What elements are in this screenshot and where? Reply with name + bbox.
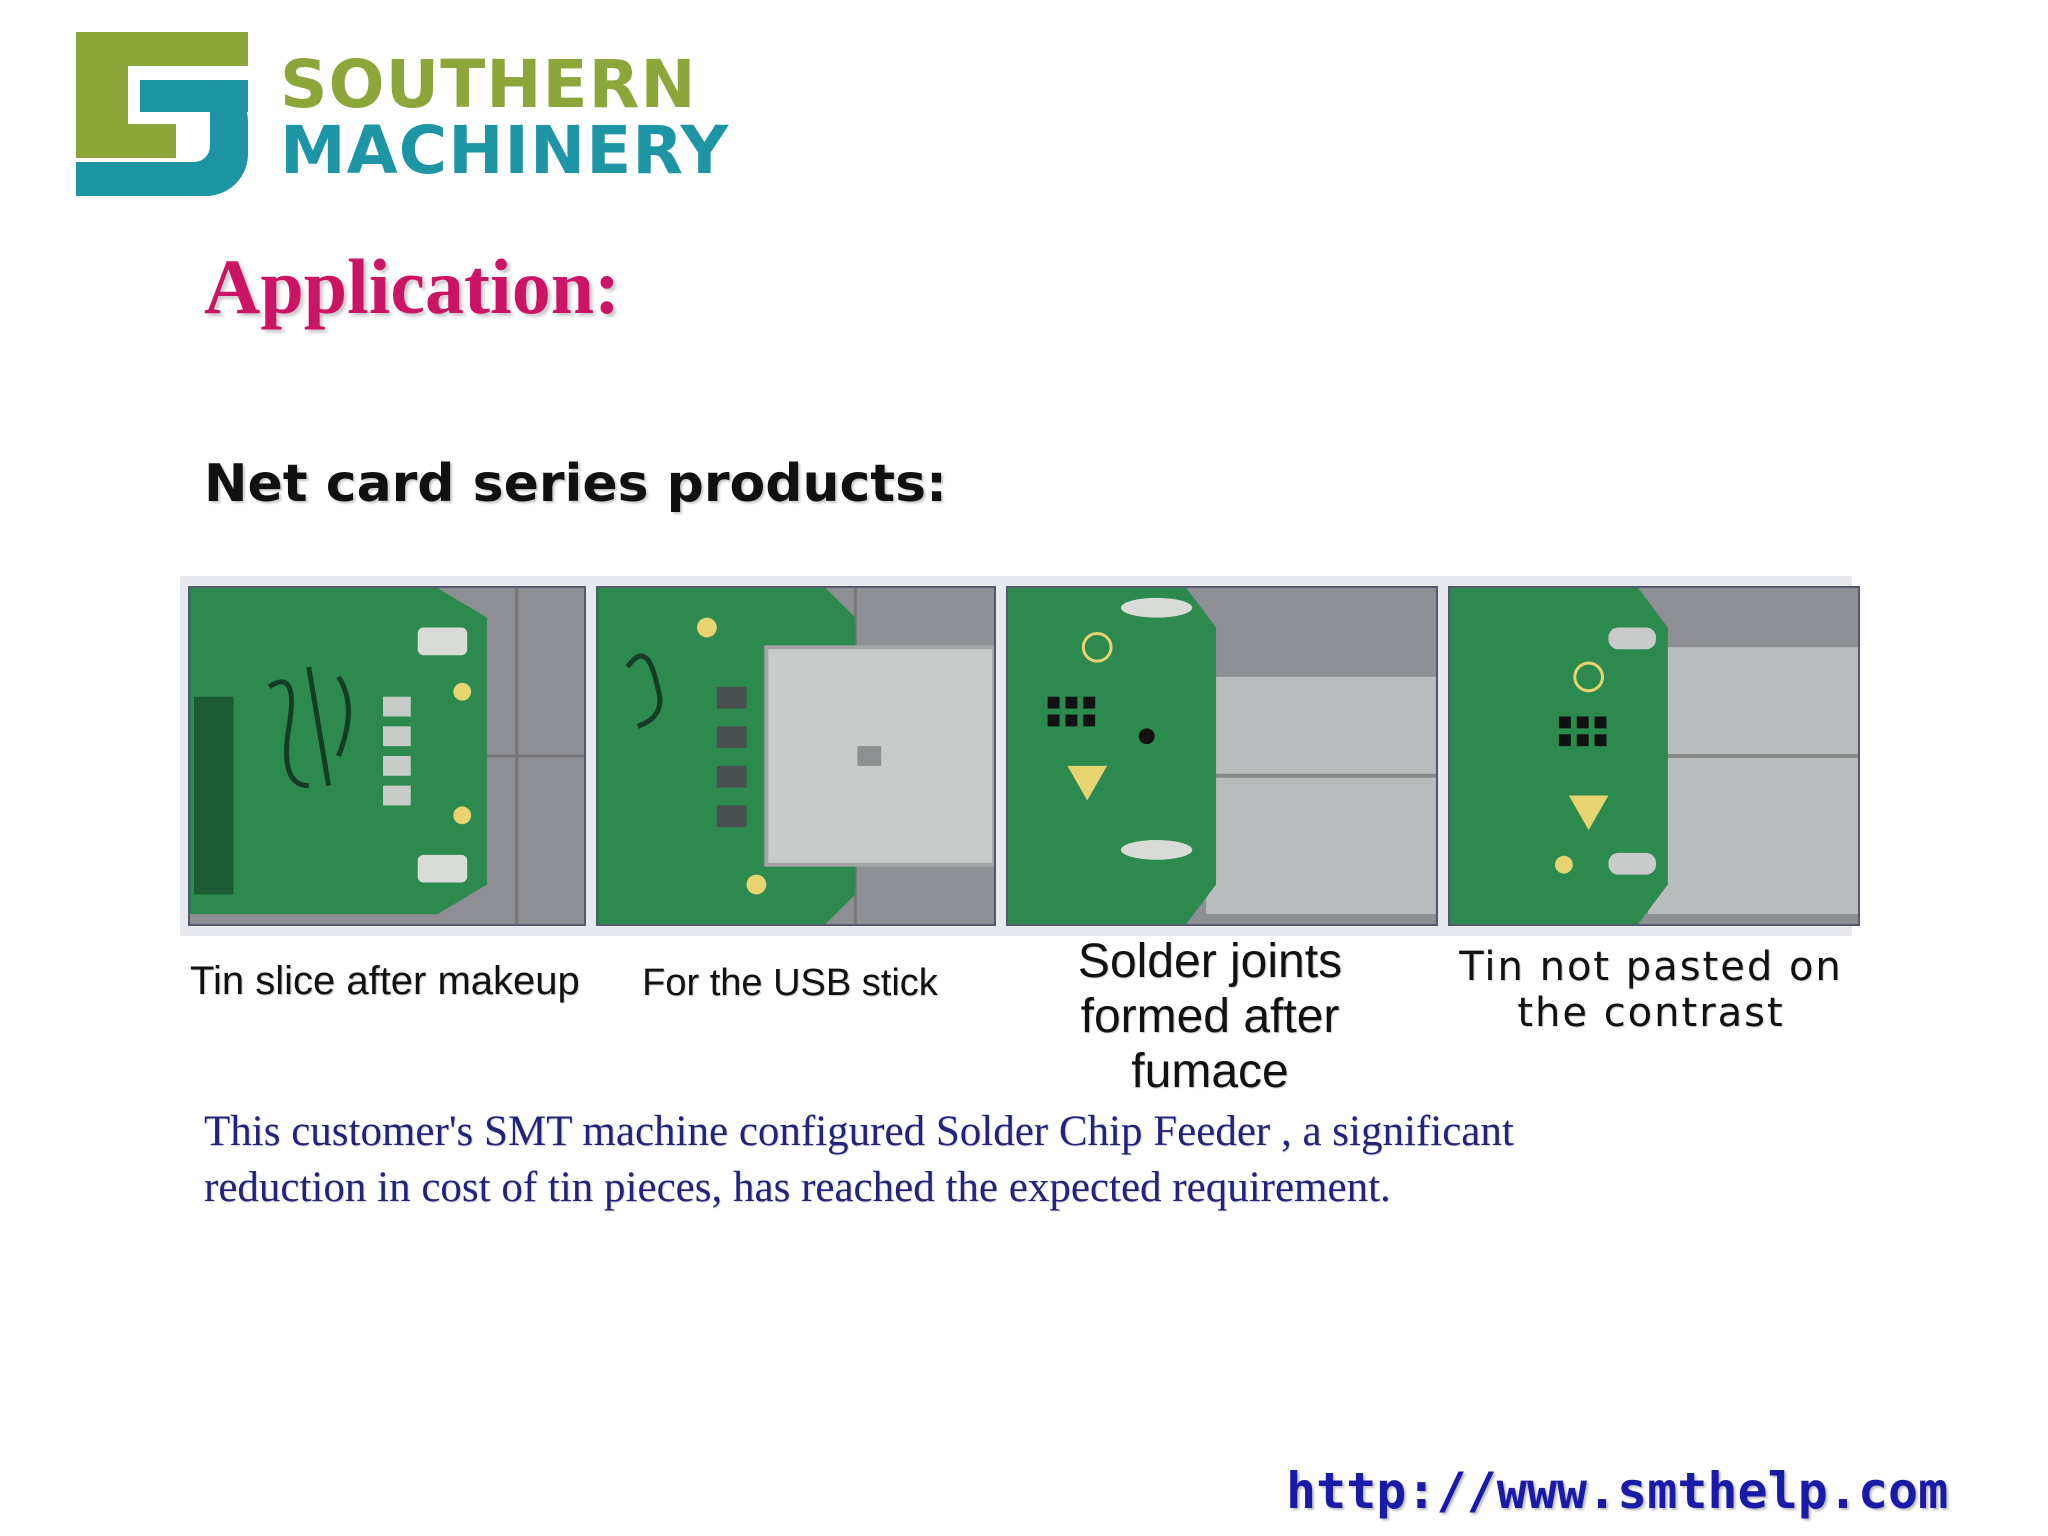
photo-usb-stick: [596, 586, 996, 926]
description-text: This customer's SMT machine configured S…: [204, 1108, 1514, 1211]
brand-name-line1: SOUTHERN: [280, 46, 697, 123]
brand-name-line2: MACHINERY: [280, 112, 730, 189]
sm-logo-icon: [76, 32, 248, 196]
product-photo-strip: [180, 576, 1860, 936]
brand-logo: SOUTHERN MACHINERY: [76, 32, 728, 202]
section-title: Net card series products:: [204, 454, 947, 514]
photo-caption-usb-stick: For the USB stick: [642, 962, 938, 1004]
website-url: http://www.smthelp.com: [1286, 1462, 1949, 1520]
photo-caption-tin-slice: Tin slice after makeup: [190, 959, 580, 1003]
photo-solder-joints: [1006, 586, 1438, 926]
photo-caption-solder-joints: Solder joints formed after fumace: [1077, 935, 1343, 1099]
photo-tin-not-pasted: [1448, 586, 1860, 926]
photo-tin-slice: [188, 586, 586, 926]
photo-caption-tin-not-pasted: Tin not pasted on the contrast: [1459, 944, 1843, 1036]
page-title: Application:: [204, 243, 621, 330]
